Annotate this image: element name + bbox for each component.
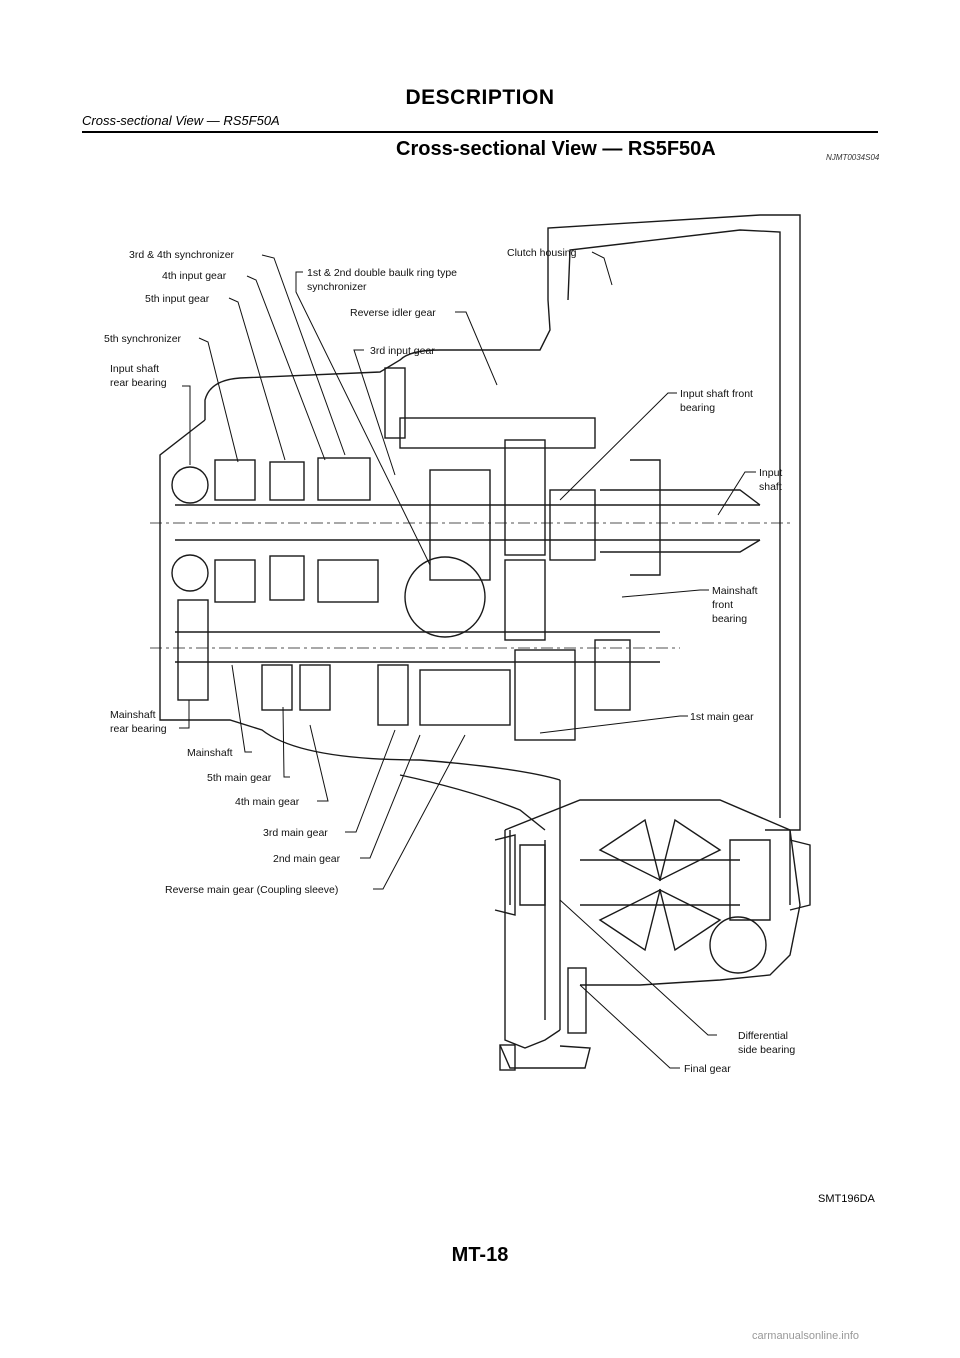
label-3rd-input-gear: 3rd input gear	[370, 345, 435, 357]
label-differential-side-bearing-1: Differential	[738, 1030, 788, 1042]
label-input-shaft-rear-bearing-2: rear bearing	[110, 377, 167, 389]
label-mainshaft-front-bearing-1: Mainshaft	[712, 585, 758, 597]
label-input-shaft-2: shaft	[759, 481, 782, 493]
label-5th-main-gear: 5th main gear	[207, 772, 272, 784]
label-mainshaft: Mainshaft	[187, 747, 233, 759]
label-input-shaft-front-bearing-1: Input shaft front	[680, 388, 753, 400]
label-reverse-main-gear: Reverse main gear (Coupling sleeve)	[165, 884, 338, 896]
label-4th-main-gear: 4th main gear	[235, 796, 300, 808]
label-input-shaft-1: Input	[759, 467, 782, 479]
label-mainshaft-rear-bearing-1: Mainshaft	[110, 709, 156, 721]
label-1st-main-gear: 1st main gear	[690, 711, 754, 723]
section-code: NJMT0034S04	[826, 153, 880, 162]
page-header-subtitle: Cross-sectional View — RS5F50A	[82, 113, 280, 128]
drawing-outline	[150, 214, 811, 1071]
page-number: MT-18	[451, 1244, 509, 1266]
label-3rd-main-gear: 3rd main gear	[263, 827, 328, 839]
label-mainshaft-front-bearing-3: bearing	[712, 613, 747, 625]
label-1st-2nd-synchronizer-1: 1st & 2nd double baulk ring type	[307, 267, 457, 279]
label-input-shaft-rear-bearing-1: Input shaft	[110, 363, 159, 375]
label-5th-synchronizer: 5th synchronizer	[104, 333, 182, 345]
label-clutch-housing: Clutch housing	[507, 247, 577, 259]
header-divider	[82, 131, 878, 133]
label-4th-input-gear: 4th input gear	[162, 270, 227, 282]
leader-lines	[179, 251, 756, 1069]
label-reverse-idler-gear: Reverse idler gear	[350, 307, 436, 319]
label-1st-2nd-synchronizer-2: synchronizer	[307, 281, 367, 293]
section-title: Cross-sectional View — RS5F50A	[396, 138, 716, 160]
label-mainshaft-rear-bearing-2: rear bearing	[110, 723, 167, 735]
label-final-gear: Final gear	[684, 1063, 731, 1075]
label-mainshaft-front-bearing-2: front	[712, 599, 733, 611]
label-2nd-main-gear: 2nd main gear	[273, 853, 341, 865]
label-differential-side-bearing-2: side bearing	[738, 1044, 795, 1056]
page-header-title: DESCRIPTION	[405, 86, 555, 109]
figure-id: SMT196DA	[818, 1193, 875, 1205]
footer-watermark: carmanualsonline.info	[752, 1330, 860, 1342]
label-5th-input-gear: 5th input gear	[145, 293, 210, 305]
label-input-shaft-front-bearing-2: bearing	[680, 402, 715, 414]
label-3rd-4th-synchronizer: 3rd & 4th synchronizer	[129, 249, 235, 261]
callout-labels: 3rd & 4th synchronizer 4th input gear 5t…	[104, 247, 795, 1075]
